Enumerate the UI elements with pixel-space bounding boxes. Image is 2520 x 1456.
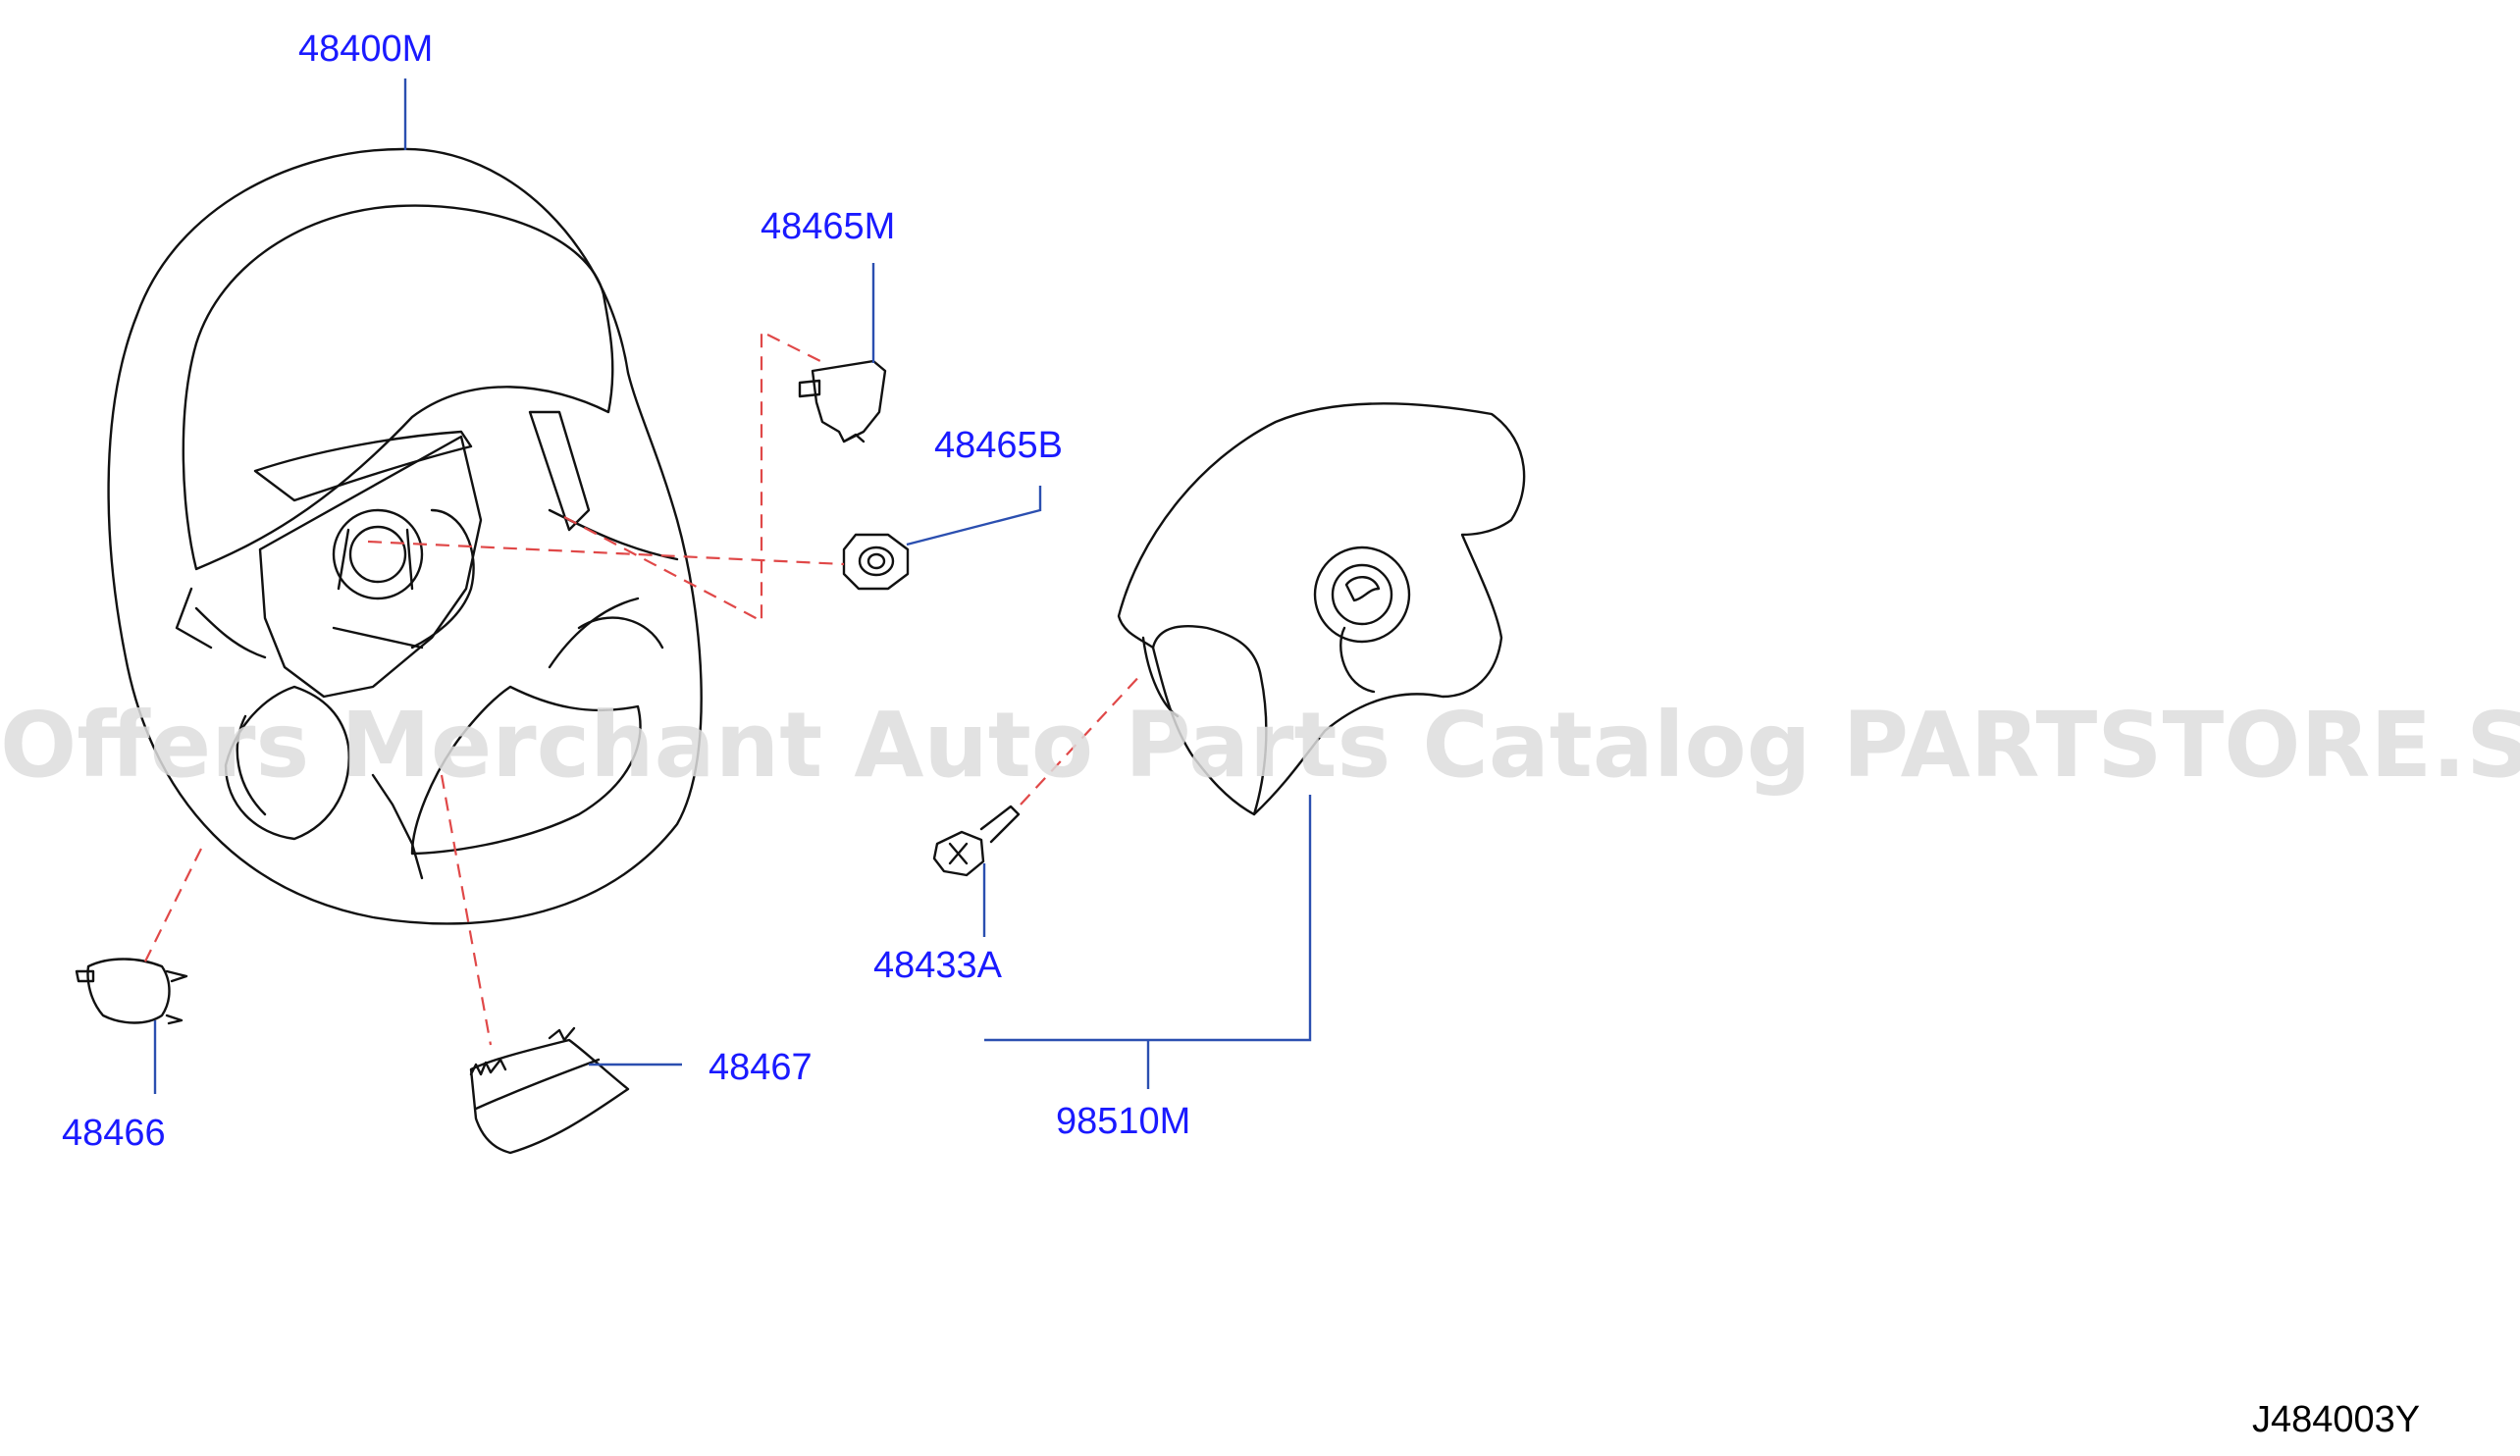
steering-wheel[interactable] xyxy=(107,147,703,925)
bolt-48433a[interactable] xyxy=(932,805,1021,877)
part-label-48465b[interactable]: 48465B xyxy=(934,425,1064,466)
part-label-48467[interactable]: 48467 xyxy=(709,1047,813,1088)
part-label-48433a[interactable]: 48433A xyxy=(873,945,1003,986)
finisher-48467[interactable] xyxy=(469,1026,630,1155)
cover-48466[interactable] xyxy=(75,958,188,1025)
part-label-48400m[interactable]: 48400M xyxy=(298,28,434,70)
leader-lines xyxy=(153,78,1312,1094)
airbag-module-98510m[interactable] xyxy=(1117,402,1526,816)
explode-lines xyxy=(144,330,1144,1046)
diagram-id: J484003Y xyxy=(2252,1399,2421,1440)
part-label-98510m[interactable]: 98510M xyxy=(1056,1101,1191,1142)
switch-48465m[interactable] xyxy=(798,359,887,443)
part-label-48466[interactable]: 48466 xyxy=(62,1113,166,1154)
nut-48465b[interactable] xyxy=(842,533,910,591)
part-label-48465m[interactable]: 48465M xyxy=(761,206,896,247)
